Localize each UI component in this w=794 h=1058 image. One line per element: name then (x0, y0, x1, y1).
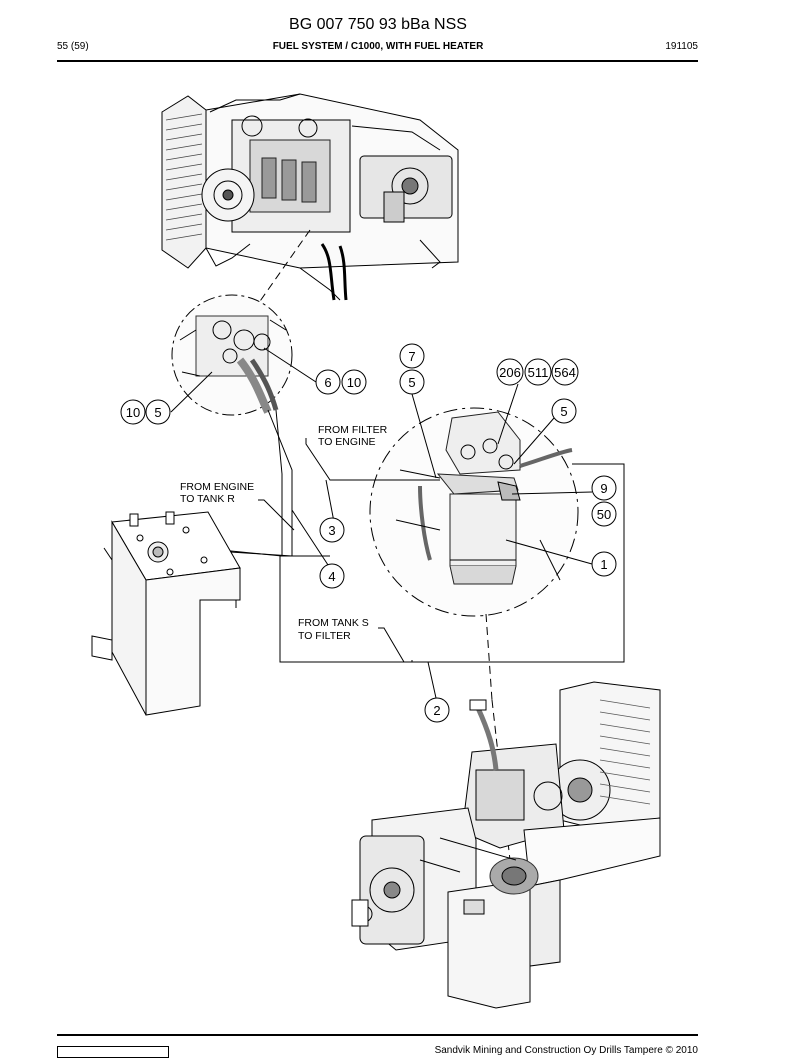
footer-rule (57, 1034, 698, 1036)
document-title: BG 007 750 93 bBa NSS (289, 16, 467, 33)
footer-copyright: Sandvik Mining and Construction Oy Drill… (434, 1045, 698, 1056)
callout-2: 2 (433, 703, 440, 718)
label-from-engine-line1: FROM ENGINE (180, 481, 254, 493)
callout-4: 4 (328, 569, 335, 584)
callout-511: 511 (528, 365, 549, 380)
page-number: 55 (59) (57, 41, 89, 52)
callout-bubble (591, 551, 617, 577)
label-from-tank-line1: FROM TANK S (298, 617, 369, 629)
callout-206: 206 (499, 365, 521, 380)
sandvik-logo (57, 1046, 169, 1058)
callout-bubble (341, 369, 367, 395)
callout-10: 10 (126, 405, 140, 420)
callout-5: 5 (560, 404, 567, 419)
callout-bubble (319, 517, 345, 543)
callout-7: 7 (408, 349, 415, 364)
callout-bubble (315, 369, 341, 395)
header-rule (57, 60, 698, 62)
callout-bubble (524, 358, 552, 386)
callout-9: 9 (600, 481, 607, 496)
hydraulic-tank (91, 511, 241, 716)
callout-50: 50 (597, 507, 611, 522)
callout-564: 564 (554, 365, 576, 380)
label-from-engine-line2: TO TANK R (180, 493, 235, 505)
engine-assembly-top (161, 93, 459, 301)
label-from-filter-line1: FROM FILTER (318, 424, 388, 436)
callout-bubble (399, 369, 425, 395)
callout-bubble (424, 697, 450, 723)
callout-6: 6 (324, 375, 331, 390)
detail-circle-engine (171, 294, 293, 416)
callout-bubble (319, 563, 345, 589)
callout-bubble (120, 399, 146, 425)
callout-bubble (591, 501, 617, 527)
label-from-tank-line2: TO FILTER (298, 630, 351, 642)
callout-5: 5 (154, 405, 161, 420)
section-title: FUEL SYSTEM / C1000, WITH FUEL HEATER (272, 41, 484, 52)
callout-1: 1 (600, 557, 607, 572)
callout-bubble (399, 343, 425, 369)
callout-10: 10 (347, 375, 361, 390)
label-from-filter-line2: TO ENGINE (318, 436, 376, 448)
document-date: 191105 (665, 41, 698, 52)
detail-circle-filter (369, 407, 579, 617)
callout-bubble (551, 358, 579, 386)
callout-bubble (551, 398, 577, 424)
callout-5: 5 (408, 375, 415, 390)
callout-bubble (496, 358, 524, 386)
callout-bubble (145, 399, 171, 425)
callout-bubble (591, 475, 617, 501)
callout-3: 3 (328, 523, 335, 538)
carrier-machine-bottom (351, 681, 661, 1009)
